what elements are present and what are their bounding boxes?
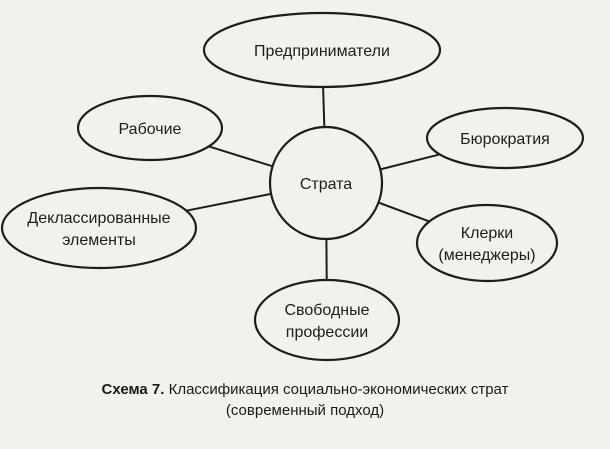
- node-bureaucracy-label: Бюрократия: [460, 131, 550, 148]
- node-free-professions-label-line-2: профессии: [286, 324, 368, 341]
- node-free-professions-label-line-1: Свободные: [284, 302, 369, 319]
- connector-clerks: [378, 201, 430, 223]
- connector-workers: [208, 145, 273, 168]
- node-clerks-label-line-2: (менеджеры): [438, 247, 535, 264]
- connector-bureaucracy: [380, 153, 440, 171]
- node-workers: Рабочие: [76, 94, 224, 162]
- node-workers-label: Рабочие: [119, 121, 182, 138]
- node-declassed-label-line-2: элементы: [62, 232, 136, 249]
- connector-declassed: [186, 192, 272, 212]
- node-entrepreneurs: Предприниматели: [202, 11, 442, 89]
- node-bureaucracy-ellipse: [425, 106, 585, 170]
- node-declassed: Деклассированные элементы: [0, 186, 198, 270]
- node-bureaucracy: Бюрократия: [425, 106, 585, 170]
- node-declassed-label-line-1: Деклассированные: [27, 210, 170, 227]
- node-free-professions: Свободные профессии: [253, 278, 401, 362]
- node-entrepreneurs-ellipse: [202, 11, 442, 89]
- caption-number: Схема 7.: [101, 381, 165, 398]
- node-clerks-label-line-1: Клерки: [461, 225, 513, 242]
- center-node-circle: [268, 125, 384, 241]
- node-free-professions-ellipse: [253, 278, 401, 362]
- node-clerks-ellipse: [415, 203, 559, 283]
- caption-title: Классификация социально-экономических ст…: [164, 381, 509, 398]
- center-node-label: Страта: [300, 176, 352, 193]
- connector-entrepreneurs: [322, 86, 326, 128]
- diagram-caption: Схема 7. Классификация социально-экономи…: [0, 379, 610, 421]
- node-workers-ellipse: [76, 94, 224, 162]
- node-declassed-ellipse: [0, 186, 198, 270]
- node-entrepreneurs-label: Предприниматели: [254, 43, 390, 60]
- caption-subtitle: (современный подход): [225, 402, 385, 419]
- center-node: Страта: [268, 125, 384, 241]
- node-clerks: Клерки (менеджеры): [415, 203, 559, 283]
